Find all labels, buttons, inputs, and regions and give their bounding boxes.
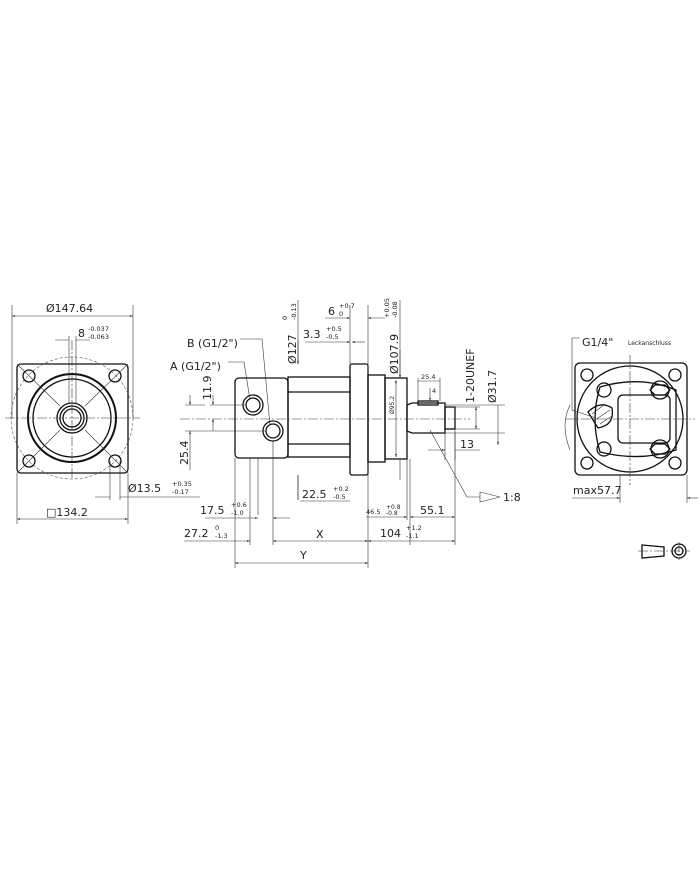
- dim-x: X: [316, 528, 324, 541]
- flange: [349, 363, 369, 476]
- key-dim-lines: [55, 336, 90, 404]
- label-port-a: A (G1/2"): [170, 360, 221, 373]
- tol-lower: -0.8: [386, 510, 398, 517]
- dim-flange-thk: 6: [328, 305, 335, 318]
- key: [417, 400, 439, 406]
- dim-port-offset-2: 25.4: [178, 441, 191, 466]
- tol-upper: +0.05: [383, 298, 391, 318]
- mounting-flange-square: [16, 363, 129, 474]
- dim-hole-dia: Ø13.5: [128, 482, 161, 495]
- bolt-head-icon: [650, 439, 670, 459]
- leader-port-b: [240, 338, 271, 426]
- extension-lines: [11, 305, 134, 418]
- dim-key-width: 8: [78, 327, 85, 340]
- dim-flange-pcd: Ø147.64: [46, 302, 93, 315]
- label-drain-port: G1/4": [582, 336, 613, 349]
- tol-lower: -1.3: [215, 532, 228, 540]
- dim-22-5: 22.5: [302, 488, 327, 501]
- extension-lines: [445, 404, 505, 434]
- port-block: [234, 377, 289, 459]
- port-b-inner: [265, 423, 281, 439]
- leader-port-a: [228, 361, 251, 401]
- front-view: Ø147.64 8 -0.037 -0.063 Ø13.5 +0.35 -0.1…: [5, 302, 200, 524]
- dim-key-h: 4: [432, 387, 436, 395]
- extension-lines: [417, 378, 441, 401]
- tol-lower: -0.5: [326, 333, 339, 341]
- housing-lines: [288, 391, 350, 445]
- dim-thread: 1-20UNEF: [464, 348, 477, 403]
- shaft: [406, 402, 446, 434]
- centerlines: [5, 340, 140, 480]
- dim-taper: 1:8: [503, 491, 521, 504]
- dim-46-5: 46.5: [366, 508, 380, 516]
- dim-y: Y: [299, 549, 307, 562]
- tol-lower: -1.0: [231, 509, 244, 517]
- rear-view: G1/4" Leckanschluss max57.7: [564, 336, 698, 503]
- hole-dim-lines: [95, 461, 200, 500]
- dim-port-offset-1: 11.9: [201, 376, 214, 401]
- dim-thread-len: 13: [460, 438, 474, 451]
- port-cover: [594, 381, 677, 458]
- tol-lower: -0.13: [290, 303, 298, 320]
- extension-lines: [349, 305, 369, 375]
- housing: [287, 376, 351, 458]
- tol-upper: 0: [281, 316, 289, 320]
- tol-upper: +0.7: [339, 302, 355, 310]
- dim-17-5: 17.5: [200, 504, 225, 517]
- label-port-b: B (G1/2"): [187, 337, 238, 350]
- tol-upper: +0.8: [386, 504, 401, 511]
- extension-lines: [16, 473, 129, 524]
- port-a-inner: [245, 397, 261, 413]
- centerlines: [565, 355, 695, 485]
- dim-shaft-dia: Ø31.7: [486, 370, 499, 403]
- dim-ring-w: 3.3: [303, 328, 321, 341]
- bolt-head-icon: [596, 441, 612, 457]
- tol-lower: -0.063: [88, 333, 109, 341]
- dim-key-len: 25.4: [421, 373, 435, 381]
- first-angle-projection-icon: [638, 542, 690, 560]
- rear-mounting-holes: [580, 368, 682, 470]
- tol-lower: -0.08: [391, 301, 399, 318]
- dim-max-width: max57.7: [573, 484, 621, 497]
- tol-upper: +0.5: [326, 325, 342, 333]
- dim-104: 104: [380, 527, 401, 540]
- tol-upper: +0.2: [333, 485, 349, 493]
- ring: [367, 374, 386, 463]
- bolt-head-icon: [596, 382, 612, 398]
- angle-arc: [564, 404, 571, 451]
- dim-27-2: 27.2: [184, 527, 209, 540]
- side-view: B (G1/2") A (G1/2") 11.9 25.4 Ø127 0 -0.…: [170, 298, 521, 568]
- tol-lower: 0: [339, 310, 343, 318]
- mounting-holes: [16, 363, 129, 474]
- taper-icon: [479, 491, 501, 503]
- label-leckanschluss: Leckanschluss: [628, 340, 671, 347]
- thread-end: [444, 406, 456, 430]
- dim-pilot-inner: Ø95.2: [389, 396, 396, 414]
- tol-lower: -0.17: [172, 488, 189, 496]
- leader-drain: [571, 337, 597, 419]
- hex-icons: [649, 384, 671, 455]
- drain-port-section: [587, 404, 614, 429]
- dim-square: □134.2: [46, 506, 88, 519]
- tol-upper: +1.2: [406, 524, 422, 532]
- leader-taper: [429, 429, 480, 498]
- dim-pilot-dia: Ø107.9: [388, 334, 401, 374]
- tol-lower: -1.1: [406, 532, 419, 540]
- tol-upper: 0: [215, 524, 219, 532]
- tol-upper: +0.6: [231, 501, 247, 509]
- dim-flange-dia: Ø127: [286, 334, 299, 364]
- extension-lines: [234, 433, 456, 568]
- bolt-head-icon: [650, 380, 670, 400]
- extension-lines: [444, 429, 456, 460]
- hatching: [591, 403, 613, 425]
- tol-upper: +0.35: [172, 480, 192, 488]
- tol-lower: -0.5: [333, 493, 346, 501]
- extension-lines: [185, 404, 265, 432]
- dim-55-1: 55.1: [420, 504, 445, 517]
- tol-upper: -0.037: [88, 325, 109, 333]
